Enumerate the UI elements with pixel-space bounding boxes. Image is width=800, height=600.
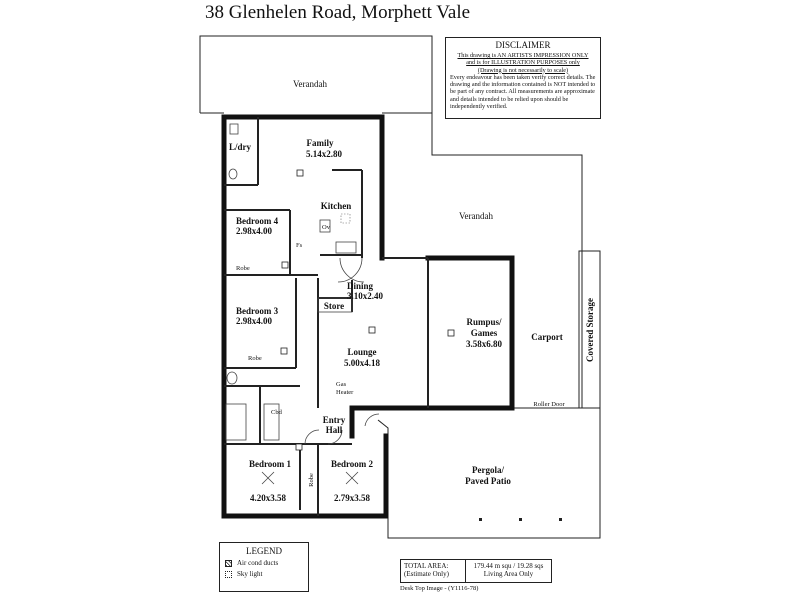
legend-box: LEGEND Air cond ducts Sky light — [219, 542, 309, 592]
label-carport: Carport — [531, 332, 563, 342]
label-pergola-2: Paved Patio — [465, 476, 511, 486]
kitchen-skylight-icon — [340, 213, 351, 224]
label-pergola-1: Pergola/ — [472, 465, 504, 475]
shower-fixture — [263, 403, 280, 441]
legend-row-sky: Sky light — [225, 570, 303, 578]
label-kitchen: Kitchen — [321, 201, 352, 211]
fixtures — [225, 123, 380, 445]
label-gas-heater-1: Gas — [336, 381, 347, 388]
label-bed1-dim: 4.20x3.58 — [250, 493, 287, 503]
total-area-value-1: 179.44 m squ / 19.28 sqs — [473, 562, 544, 570]
label-bed1-name: Bedroom 1 — [249, 459, 292, 469]
door-bed2-arc — [327, 429, 343, 445]
duct-icon — [296, 169, 304, 177]
label-bed4-dim: 2.98x4.00 — [236, 226, 273, 236]
legend-row-duct: Air cond ducts — [225, 559, 303, 567]
label-rumpus-name-1: Rumpus/ — [466, 317, 502, 327]
pergola-outline — [377, 408, 601, 539]
label-robe3: Robe — [248, 355, 262, 362]
post-marker — [519, 518, 522, 521]
post-marker — [479, 518, 482, 521]
duct-icon — [225, 559, 232, 567]
sky-lights — [340, 213, 351, 224]
sink-fixture — [335, 241, 357, 254]
label-rumpus-dim: 3.58x6.80 — [466, 339, 503, 349]
skylight-icon — [225, 570, 232, 578]
label-bed2-name: Bedroom 2 — [331, 459, 374, 469]
disclaimer-line2: and is for ILLUSTRATION PURPOSES only — [466, 59, 580, 67]
outdoor-outlines — [199, 35, 601, 539]
label-family-name: Family — [307, 138, 334, 148]
door-dining-arc — [337, 257, 363, 283]
page-title: 38 Glenhelen Road, Morphett Vale — [205, 2, 471, 23]
label-cbd: Cbd — [271, 409, 283, 416]
label-oven: Ov — [322, 224, 331, 231]
wall-north — [221, 114, 385, 261]
covered-storage-outline — [578, 250, 601, 409]
label-lounge-name: Lounge — [347, 347, 376, 357]
label-ldry: L/dry — [229, 142, 252, 152]
legend-heading: LEGEND — [246, 546, 282, 556]
duct-icon — [368, 326, 376, 334]
total-area-box: TOTAL AREA: (Estimate Only) 179.44 m squ… — [400, 559, 552, 583]
exterior-walls — [221, 114, 515, 519]
label-lounge-dim: 5.00x4.18 — [344, 358, 381, 368]
toilet-fixture — [228, 168, 238, 180]
bath-fixture — [225, 403, 247, 441]
disclaimer-heading: DISCLAIMER — [495, 40, 551, 50]
label-entry-1: Entry — [323, 415, 346, 425]
label-store: Store — [324, 301, 344, 311]
label-dining-name: Dining — [347, 281, 374, 291]
duct-icon — [280, 347, 288, 355]
door-dining2-arc — [339, 257, 365, 283]
label-bed4-name: Bedroom 4 — [236, 216, 279, 226]
toilet2-fixture — [226, 371, 238, 385]
label-roller-door: Roller Door — [533, 401, 565, 408]
label-bed3-name: Bedroom 3 — [236, 306, 279, 316]
disclaimer-box: DISCLAIMER This drawing is AN ARTISTS IM… — [445, 37, 601, 119]
tub-fixture — [229, 123, 239, 135]
label-robe1: Robe — [308, 473, 315, 487]
disclaimer-line1: This drawing is AN ARTISTS IMPRESSION ON… — [457, 52, 589, 59]
label-robe4: Robe — [236, 265, 250, 272]
total-area-value-2: Living Area Only — [483, 570, 534, 578]
verandah-outline — [199, 35, 583, 408]
total-area-value: 179.44 m squ / 19.28 sqs Living Area Onl… — [466, 560, 551, 582]
label-verandah-top: Verandah — [293, 79, 327, 89]
legend-sky-label: Sky light — [237, 570, 263, 578]
duct-icon — [281, 261, 289, 269]
total-area-label-2: (Estimate Only) — [404, 570, 449, 578]
footer-caption: Desk Top Image - (Y1116-78) — [400, 585, 479, 592]
air-cond-ducts — [280, 169, 455, 451]
post-marker — [559, 518, 562, 521]
label-bed2-dim: 2.79x3.58 — [334, 493, 371, 503]
wall-rumpus-east — [425, 255, 515, 411]
label-bed3-dim: 2.98x4.00 — [236, 316, 273, 326]
disclaimer-body: Every endeavour has been taken verify co… — [450, 73, 596, 111]
fan-icon — [261, 471, 275, 485]
label-fridge-space: Fs — [296, 242, 303, 249]
door-bed1-arc — [304, 429, 320, 445]
wall-west-south — [221, 114, 389, 519]
disclaimer-line3: (Drawing is not necessarily to scale) — [477, 66, 569, 74]
legend-duct-label: Air cond ducts — [237, 559, 279, 567]
label-verandah-right: Verandah — [459, 211, 493, 221]
oven-fixture — [319, 219, 331, 233]
store-fixture — [317, 297, 353, 313]
label-family-dim: 5.14x2.80 — [306, 149, 343, 159]
fan-icon — [345, 471, 359, 485]
total-area-label-1: TOTAL AREA: — [404, 562, 449, 570]
ceiling-fans — [261, 471, 359, 485]
duct-icon — [447, 329, 455, 337]
patio-posts — [479, 518, 562, 521]
door-entry-arc — [364, 413, 380, 427]
label-entry-2: Hall — [326, 425, 343, 435]
label-gas-heater-2: Heater — [336, 389, 354, 396]
total-area-label: TOTAL AREA: (Estimate Only) — [401, 560, 466, 582]
duct-icon — [295, 443, 303, 451]
label-rumpus-name-2: Games — [471, 328, 498, 338]
label-dining-dim: 3.10x2.40 — [347, 291, 384, 301]
label-covered-storage: Covered Storage — [585, 298, 595, 362]
